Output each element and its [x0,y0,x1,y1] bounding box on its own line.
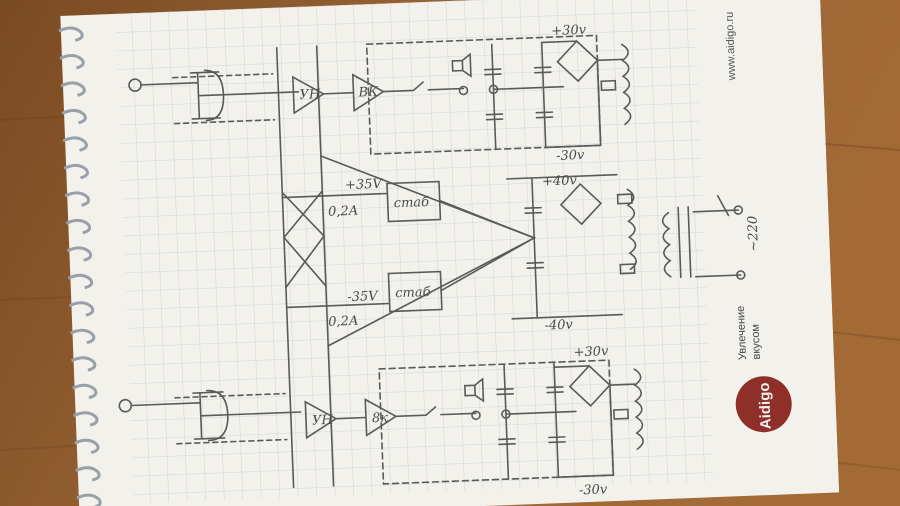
website-url: www.aidigo.ru [724,12,739,82]
label-preamp-bottom: УН [312,413,334,429]
spiral-ring [74,438,100,455]
spiral-ring [65,218,92,235]
aidigo-logo: Aidigo [735,376,792,433]
label-mains: ~220 [746,215,762,251]
spiral-ring [75,466,101,482]
spiral-ring [73,411,99,427]
spiral-ring [63,163,89,180]
spiral-ring [61,108,87,125]
label-output-top: ВК [357,85,379,101]
label-stab-lower: стаб [395,285,431,301]
circuit-schematic [118,34,746,489]
spiral-ring [58,26,84,42]
label-plus30-top: +30v [551,23,587,39]
spiral-ring [69,328,96,345]
label-minus30-top: -30v [556,148,585,164]
bridge-rectifier-top [556,39,599,83]
spiral-ring [59,53,85,70]
spiral-binding [58,26,102,506]
label-preamp-top: УН [299,87,321,103]
spiral-ring [62,136,88,152]
bridge-rectifier-bottom [568,364,612,407]
spiral-ring [64,191,91,207]
spiral-ring [68,301,95,317]
spiral-ring [67,273,94,290]
notebook-page: УН ВК УН 8к стаб стаб +30v -30v +40v -40… [20,0,840,506]
preamp-triangle-top [291,75,326,115]
grid-area [114,0,714,504]
label-plus35: +35V [345,177,384,193]
bridge-rectifier-mid [559,182,603,226]
spiral-ring [60,81,86,97]
label-minus30-bottom: -30v [579,482,608,498]
spiral-ring [70,356,97,372]
tagline-line2: вкусом [750,324,763,360]
tagline-line1: Увлечение [735,305,749,360]
label-output-bottom: 8к [372,411,389,427]
label-plus30-bottom: +30v [573,344,609,360]
preamp-triangle-bottom [304,400,338,440]
label-current-lower: 0,2A [328,314,359,330]
label-minus35: -35V [347,289,379,305]
logo-text: Aidigo [756,382,775,429]
spiral-ring [71,383,98,400]
label-minus40: -40v [544,317,573,333]
spiral-ring [66,246,93,262]
label-stab-upper: стаб [393,195,429,211]
schematic-labels: УН ВК УН 8к стаб стаб +30v -30v +40v -40… [299,23,762,499]
label-plus40: +40v [542,173,578,189]
label-current-upper: 0,2A [328,204,359,220]
